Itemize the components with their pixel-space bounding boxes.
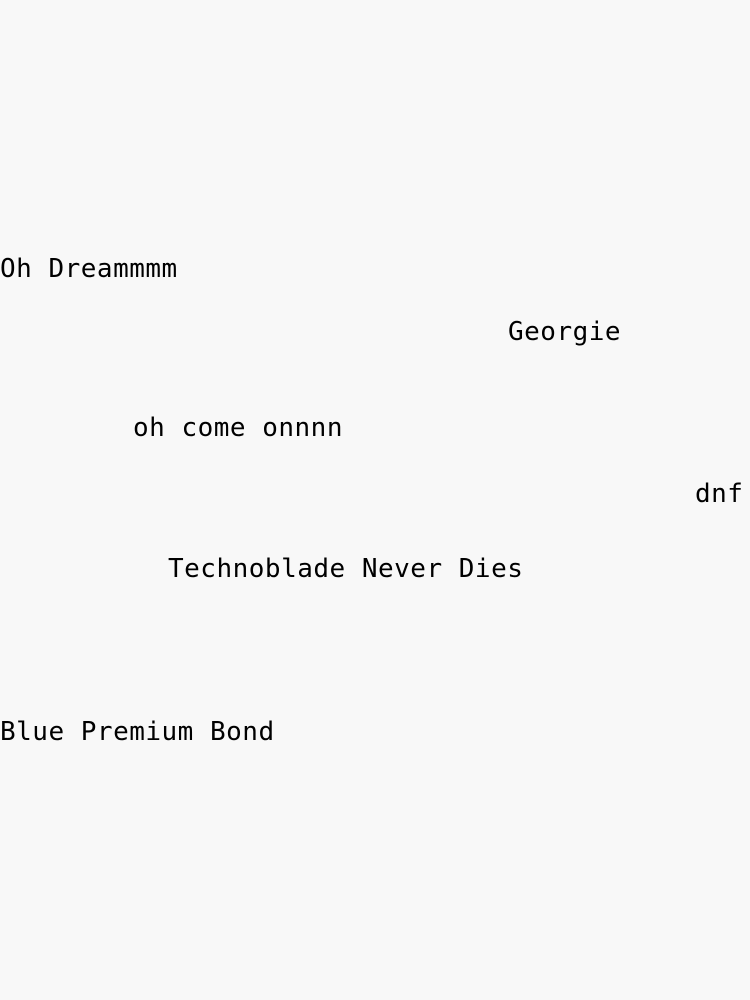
phrase-oh-dream: Oh Dreammmm bbox=[0, 254, 178, 284]
phrase-blue-premium-bond: Blue Premium Bond bbox=[0, 717, 275, 747]
phrase-technoblade: Technoblade Never Dies bbox=[168, 554, 524, 584]
phrase-oh-come-on: oh come onnnn bbox=[133, 413, 343, 443]
phrase-georgie: Georgie bbox=[508, 317, 622, 347]
phrase-dnf: dnf bbox=[695, 479, 744, 509]
